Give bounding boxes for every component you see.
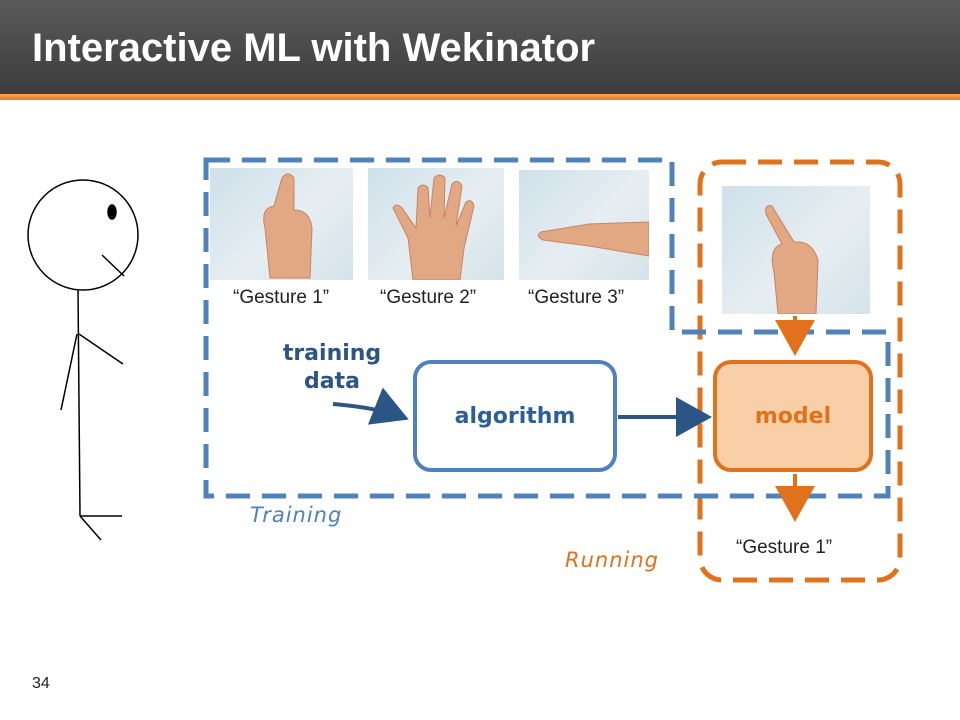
running-output-label: “Gesture 1” <box>736 537 833 558</box>
pointing-hand-icon <box>765 205 819 314</box>
gesture-3-label: “Gesture 3” <box>528 287 625 308</box>
gesture-1-label: “Gesture 1” <box>233 287 330 308</box>
algorithm-box: algorithm <box>413 360 617 472</box>
pointing-hand-icon <box>263 173 313 279</box>
training-data-label: training data <box>262 340 402 396</box>
title-accent-stripe <box>0 94 960 100</box>
training-data-text: training data <box>283 341 381 394</box>
running-input-photo <box>722 186 870 314</box>
slide-title: Interactive ML with Wekinator <box>32 26 596 70</box>
gesture-2-photo <box>368 168 504 280</box>
running-region-label: Running <box>565 548 659 572</box>
stick-figure <box>27 179 139 541</box>
model-label: model <box>754 403 832 429</box>
gesture-1-photo <box>210 168 353 280</box>
training-data-line: data <box>304 369 360 394</box>
page-number: 34 <box>32 675 50 692</box>
training-data-arrow <box>332 387 409 425</box>
gesture-2-label: “Gesture 2” <box>380 287 477 308</box>
training-region <box>203 157 891 499</box>
flat-hand-icon <box>537 221 649 257</box>
gesture-3-photo <box>519 170 649 280</box>
running-region <box>697 159 903 583</box>
title-bar: Interactive ML with Wekinator <box>0 0 960 100</box>
training-data-line: training <box>282 341 382 366</box>
training-region-label: Training <box>250 503 343 527</box>
open-hand-icon <box>392 174 475 280</box>
algorithm-label: algorithm <box>454 403 576 429</box>
model-box: model <box>713 360 873 472</box>
